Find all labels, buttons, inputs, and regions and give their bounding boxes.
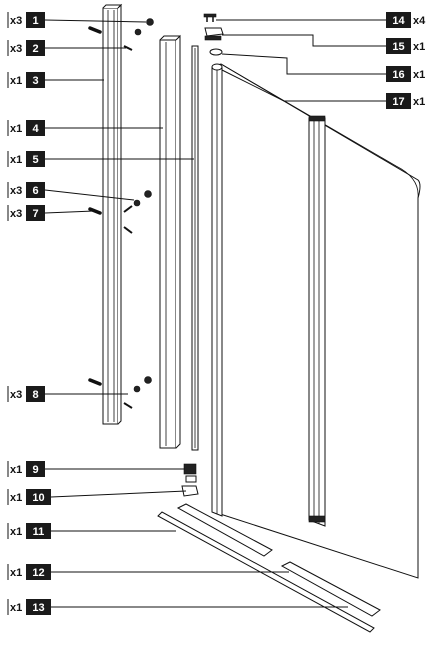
screw-cap-icon [133,28,142,393]
callout-13: x1 13 [7,599,51,615]
callout-qty: x1 [10,123,22,135]
leader-lines [44,19,386,608]
callout-qty: x3 [10,389,22,401]
callout-qty: x3 [10,43,22,55]
callout-qty: x1 [413,96,425,108]
callout-15: 15 x1 [386,38,425,54]
wall-plug-icon [144,18,154,384]
callout-qty: x3 [10,208,22,220]
bottom-profile-b [280,561,381,617]
callout-number: 16 [392,69,404,81]
callout-6: x3 6 [7,182,45,198]
callout-qty: x1 [10,602,22,614]
callout-number: 10 [32,492,44,504]
callout-number: 2 [32,43,38,55]
callout-qty: x3 [10,185,22,197]
callout-number: 3 [32,75,38,87]
callout-number: 11 [33,526,45,538]
bottom-profile-a [176,503,273,557]
callout-qty: x3 [10,15,22,27]
callout-number: 15 [392,41,404,53]
callout-number: 9 [32,464,38,476]
callout-number: 12 [32,567,44,579]
callout-16: 16 x1 [386,66,425,82]
callout-number: 1 [32,15,38,27]
callout-11: x1 11 [7,523,51,539]
callout-12: x1 12 [7,564,51,580]
washer-icon [209,48,223,56]
callout-3: x1 3 [7,72,45,88]
callout-9: x1 9 [7,461,45,477]
callout-4: x1 4 [7,120,45,136]
callout-qty: x1 [10,567,22,579]
callout-number: 6 [32,185,38,197]
callout-number: 5 [32,154,38,166]
callout-qty: x1 [413,41,425,53]
callout-5: x1 5 [7,151,45,167]
callout-qty: x1 [10,526,22,538]
callout-number: 13 [32,602,44,614]
bottom-bracket [183,463,197,483]
wall-profile [102,3,123,425]
callout-8: x3 8 [7,386,45,402]
adjustment-profile [159,34,181,449]
callout-qty: x1 [10,464,22,476]
glass-panel [211,63,421,579]
callout-1: x3 1 [7,12,45,28]
callout-number: 17 [392,96,404,108]
screw-icon [123,45,133,409]
callout-17: 17 x1 [386,93,425,109]
callout-qty: x1 [10,75,22,87]
callout-qty: x1 [413,69,425,81]
top-clip [204,27,224,41]
wall-anchor-icon [88,26,102,386]
callout-number: 8 [32,389,38,401]
callout-number: 14 [392,15,405,27]
callout-2: x3 2 [7,40,45,56]
top-screw-icon [203,13,217,22]
callout-number: 7 [32,208,38,220]
callout-qty: x1 [10,154,22,166]
callout-qty: x1 [10,492,22,504]
callout-number: 4 [32,123,39,135]
callout-qty: x4 [413,15,426,27]
bottom-stop [181,485,199,497]
callout-14: 14 x4 [386,12,426,28]
seal-profile [191,45,199,451]
callout-10: x1 10 [7,489,51,505]
callout-7: x3 7 [7,205,45,221]
